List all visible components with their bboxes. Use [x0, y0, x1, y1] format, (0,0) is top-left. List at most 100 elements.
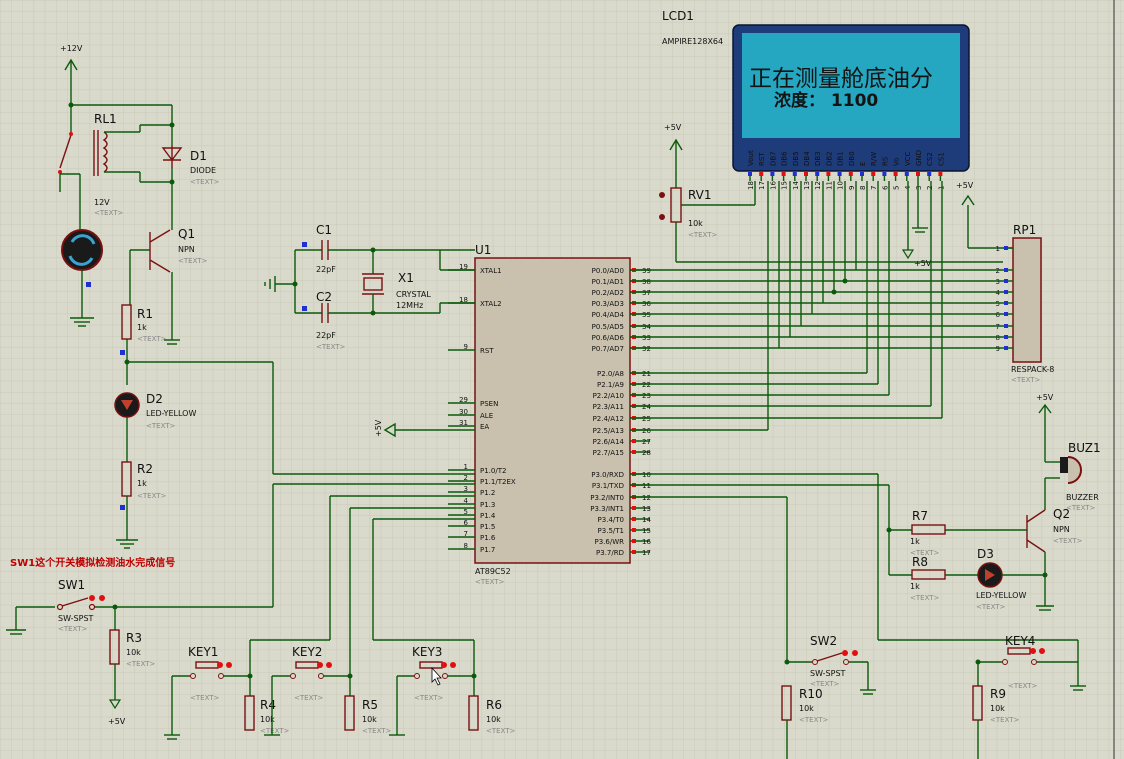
lcd-ref: LCD1 [662, 9, 694, 23]
lcd-pin-marker [893, 172, 898, 176]
led-d2[interactable]: D2 LED-YELLOW <TEXT> [114, 392, 196, 462]
mcu-pin-name: P0.1/AD1 [592, 278, 624, 286]
lcd-power: +5V [901, 181, 932, 268]
rp1-pin-number: 8 [996, 334, 1000, 342]
mcu-pin-name: P3.2/INT0 [590, 494, 624, 502]
mcu-pin-number: 2 [464, 474, 468, 482]
mcu-pin-number: 12 [642, 494, 651, 502]
key1-ref: KEY1 [188, 645, 218, 659]
resistor-r8[interactable]: R8 1k <TEXT> [889, 555, 978, 602]
mcu-pin-name: XTAL2 [480, 300, 502, 308]
r3-5v: +5V [108, 717, 126, 726]
d3-value: LED-YELLOW [976, 591, 1026, 600]
lcd-ampire128x64[interactable]: LCD1 AMPIRE128X64 正在测量舱底油分 浓度： 1100 Vout… [662, 9, 970, 190]
mcu-pin-number: 14 [642, 516, 651, 524]
resistor-r5[interactable]: R5 10k <TEXT> [344, 676, 392, 735]
potentiometer-rv1[interactable]: +5V RV1 10k <TEXT> [659, 123, 1003, 263]
resistor-r7[interactable]: R7 1k <TEXT> [889, 509, 946, 557]
lcd-pin-number: 6 [881, 185, 889, 190]
diode-d1[interactable]: D1 DIODE <TEXT> [161, 145, 220, 186]
buzzer-buz1[interactable]: +5V BUZ1 BUZZER <TEXT> [1036, 393, 1101, 512]
mcu-pin-name: P1.5 [480, 523, 495, 531]
power-12v-label: +12V [60, 44, 83, 53]
sw2-text: <TEXT> [810, 680, 840, 688]
r2-value: 1k [137, 479, 147, 488]
rp1-5v: +5V [956, 181, 974, 190]
lcd-pin-number: 3 [915, 186, 923, 190]
mcu-pin-name: P1.0/T2 [480, 467, 506, 475]
lcd-pin-name: GND [915, 150, 923, 166]
resistor-r10[interactable]: R10 10k <TEXT> [781, 685, 829, 759]
lcd-pin-marker [837, 172, 842, 176]
c1-ref: C1 [316, 223, 332, 237]
d2-value: LED-YELLOW [146, 409, 196, 418]
c2-value: 22pF [316, 331, 336, 340]
lcd-pin-marker [804, 172, 808, 176]
mcu-pin-name: P2.3/A11 [593, 403, 624, 411]
mcu-pin-marker [632, 439, 636, 443]
lcd-pin-marker [882, 172, 887, 176]
resistor-r3[interactable]: +5V R3 10k <TEXT> [108, 629, 156, 726]
lcd-pin-name: RS [881, 156, 889, 166]
crystal-x1[interactable]: X1 CRYSTAL 12MHz [362, 250, 431, 313]
resistor-r6[interactable]: R6 10k <TEXT> [468, 676, 516, 735]
lcd-line2: 浓度： 1100 [774, 90, 878, 111]
key2[interactable]: KEY2 <TEXT> [264, 645, 350, 736]
switch-sw1[interactable]: SW1 SW-SPST <TEXT> [6, 578, 273, 635]
lcd-5v-label: +5V [914, 259, 932, 268]
r1-value: 1k [137, 323, 147, 332]
rp1-pin-marker [1004, 246, 1008, 250]
switch-sw2[interactable]: SW2 SW-SPST <TEXT> [787, 634, 876, 695]
mcu-pin-number: 28 [642, 449, 651, 457]
key3[interactable]: KEY3 <TEXT> [389, 645, 474, 736]
q1-value: NPN [178, 245, 195, 254]
mcu-pin-name: P3.1/TXD [592, 482, 624, 490]
rp1-pin-marker [1004, 324, 1008, 328]
rp1-pin-number: 6 [996, 311, 1001, 319]
rl1-ref: RL1 [94, 112, 117, 126]
lcd-pin-number: 2 [926, 186, 934, 190]
key2-text: <TEXT> [294, 694, 324, 702]
key1[interactable]: KEY1 <TEXT> [164, 645, 250, 740]
mcu-pin-marker [632, 539, 636, 543]
transistor-q2[interactable]: Q2 NPN <TEXT> [945, 507, 1083, 611]
motor[interactable] [61, 229, 103, 327]
mcu-pin-name: P0.3/AD3 [592, 300, 624, 308]
lcd-pin-name: CS2 [926, 152, 934, 166]
sw1-value: SW-SPST [58, 614, 94, 623]
mcu-pin-name: P0.5/AD5 [592, 323, 624, 331]
key4[interactable]: KEY4 <TEXT> [978, 634, 1086, 691]
buz1-ref: BUZ1 [1068, 441, 1101, 455]
relay-rl1[interactable]: RL1 12V <TEXT> [58, 104, 173, 230]
r2-ref: R2 [137, 462, 153, 476]
lcd-pin-number: 8 [859, 186, 867, 190]
d1-text: <TEXT> [190, 178, 220, 186]
led-d3[interactable]: D3 LED-YELLOW <TEXT> [976, 547, 1045, 611]
x1-freq: 12MHz [396, 301, 423, 310]
mcu-pin-name: P2.4/A12 [593, 415, 624, 423]
lcd-pins: Vout18RST17DB716DB615DB514DB413DB312DB21… [747, 150, 945, 190]
mcu-pin-name: P3.6/WR [595, 538, 625, 546]
transistor-q1[interactable]: Q1 NPN <TEXT> [129, 182, 208, 345]
r4-value: 10k [260, 715, 275, 724]
mcu-pin-name: P1.3 [480, 501, 495, 509]
lcd-pin-marker [904, 172, 909, 176]
d3-ref: D3 [977, 547, 994, 561]
mcu-pin-number: 32 [642, 345, 651, 353]
rp1-pin-number: 4 [996, 289, 1001, 297]
resistor-r9[interactable]: R9 10k <TEXT> [972, 662, 1020, 759]
rl1-value: 12V [94, 198, 110, 207]
hand-cursor-icon [431, 666, 442, 686]
r6-value: 10k [486, 715, 501, 724]
resistor-r2[interactable]: R2 1k <TEXT> [116, 461, 167, 549]
lcd-pin-marker [781, 172, 786, 176]
lcd-pin-marker [860, 172, 864, 176]
resistor-r1[interactable]: R1 1k <TEXT> [120, 304, 475, 475]
mcu-pin-name: RST [480, 347, 494, 355]
lcd-pin-name: DB4 [803, 151, 811, 166]
lcd-pin-name: R/W [870, 152, 878, 166]
